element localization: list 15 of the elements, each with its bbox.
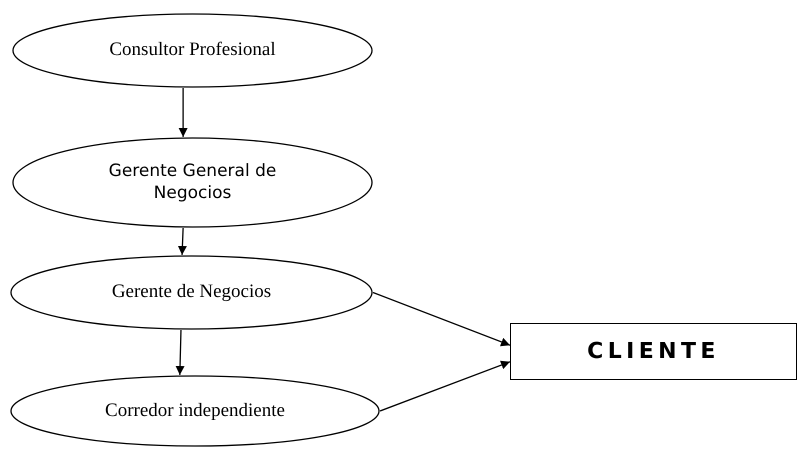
role-ellipse [10, 255, 373, 330]
role-ellipse [12, 137, 373, 228]
arrow [176, 330, 185, 376]
role-label: Gerente de Negocios [112, 280, 272, 304]
role-ellipse [12, 13, 373, 88]
client-box [510, 323, 797, 380]
role-label: Consultor Profesional [109, 38, 276, 62]
role-ellipse [10, 375, 380, 447]
role-label: Gerente General de Negocios [108, 161, 278, 204]
client-label: CLIENTE [587, 338, 720, 366]
arrow [178, 228, 187, 256]
role-label: Corredor independiente [105, 398, 285, 423]
arrow [380, 360, 510, 412]
arrow [372, 292, 510, 346]
arrow [178, 88, 188, 137]
